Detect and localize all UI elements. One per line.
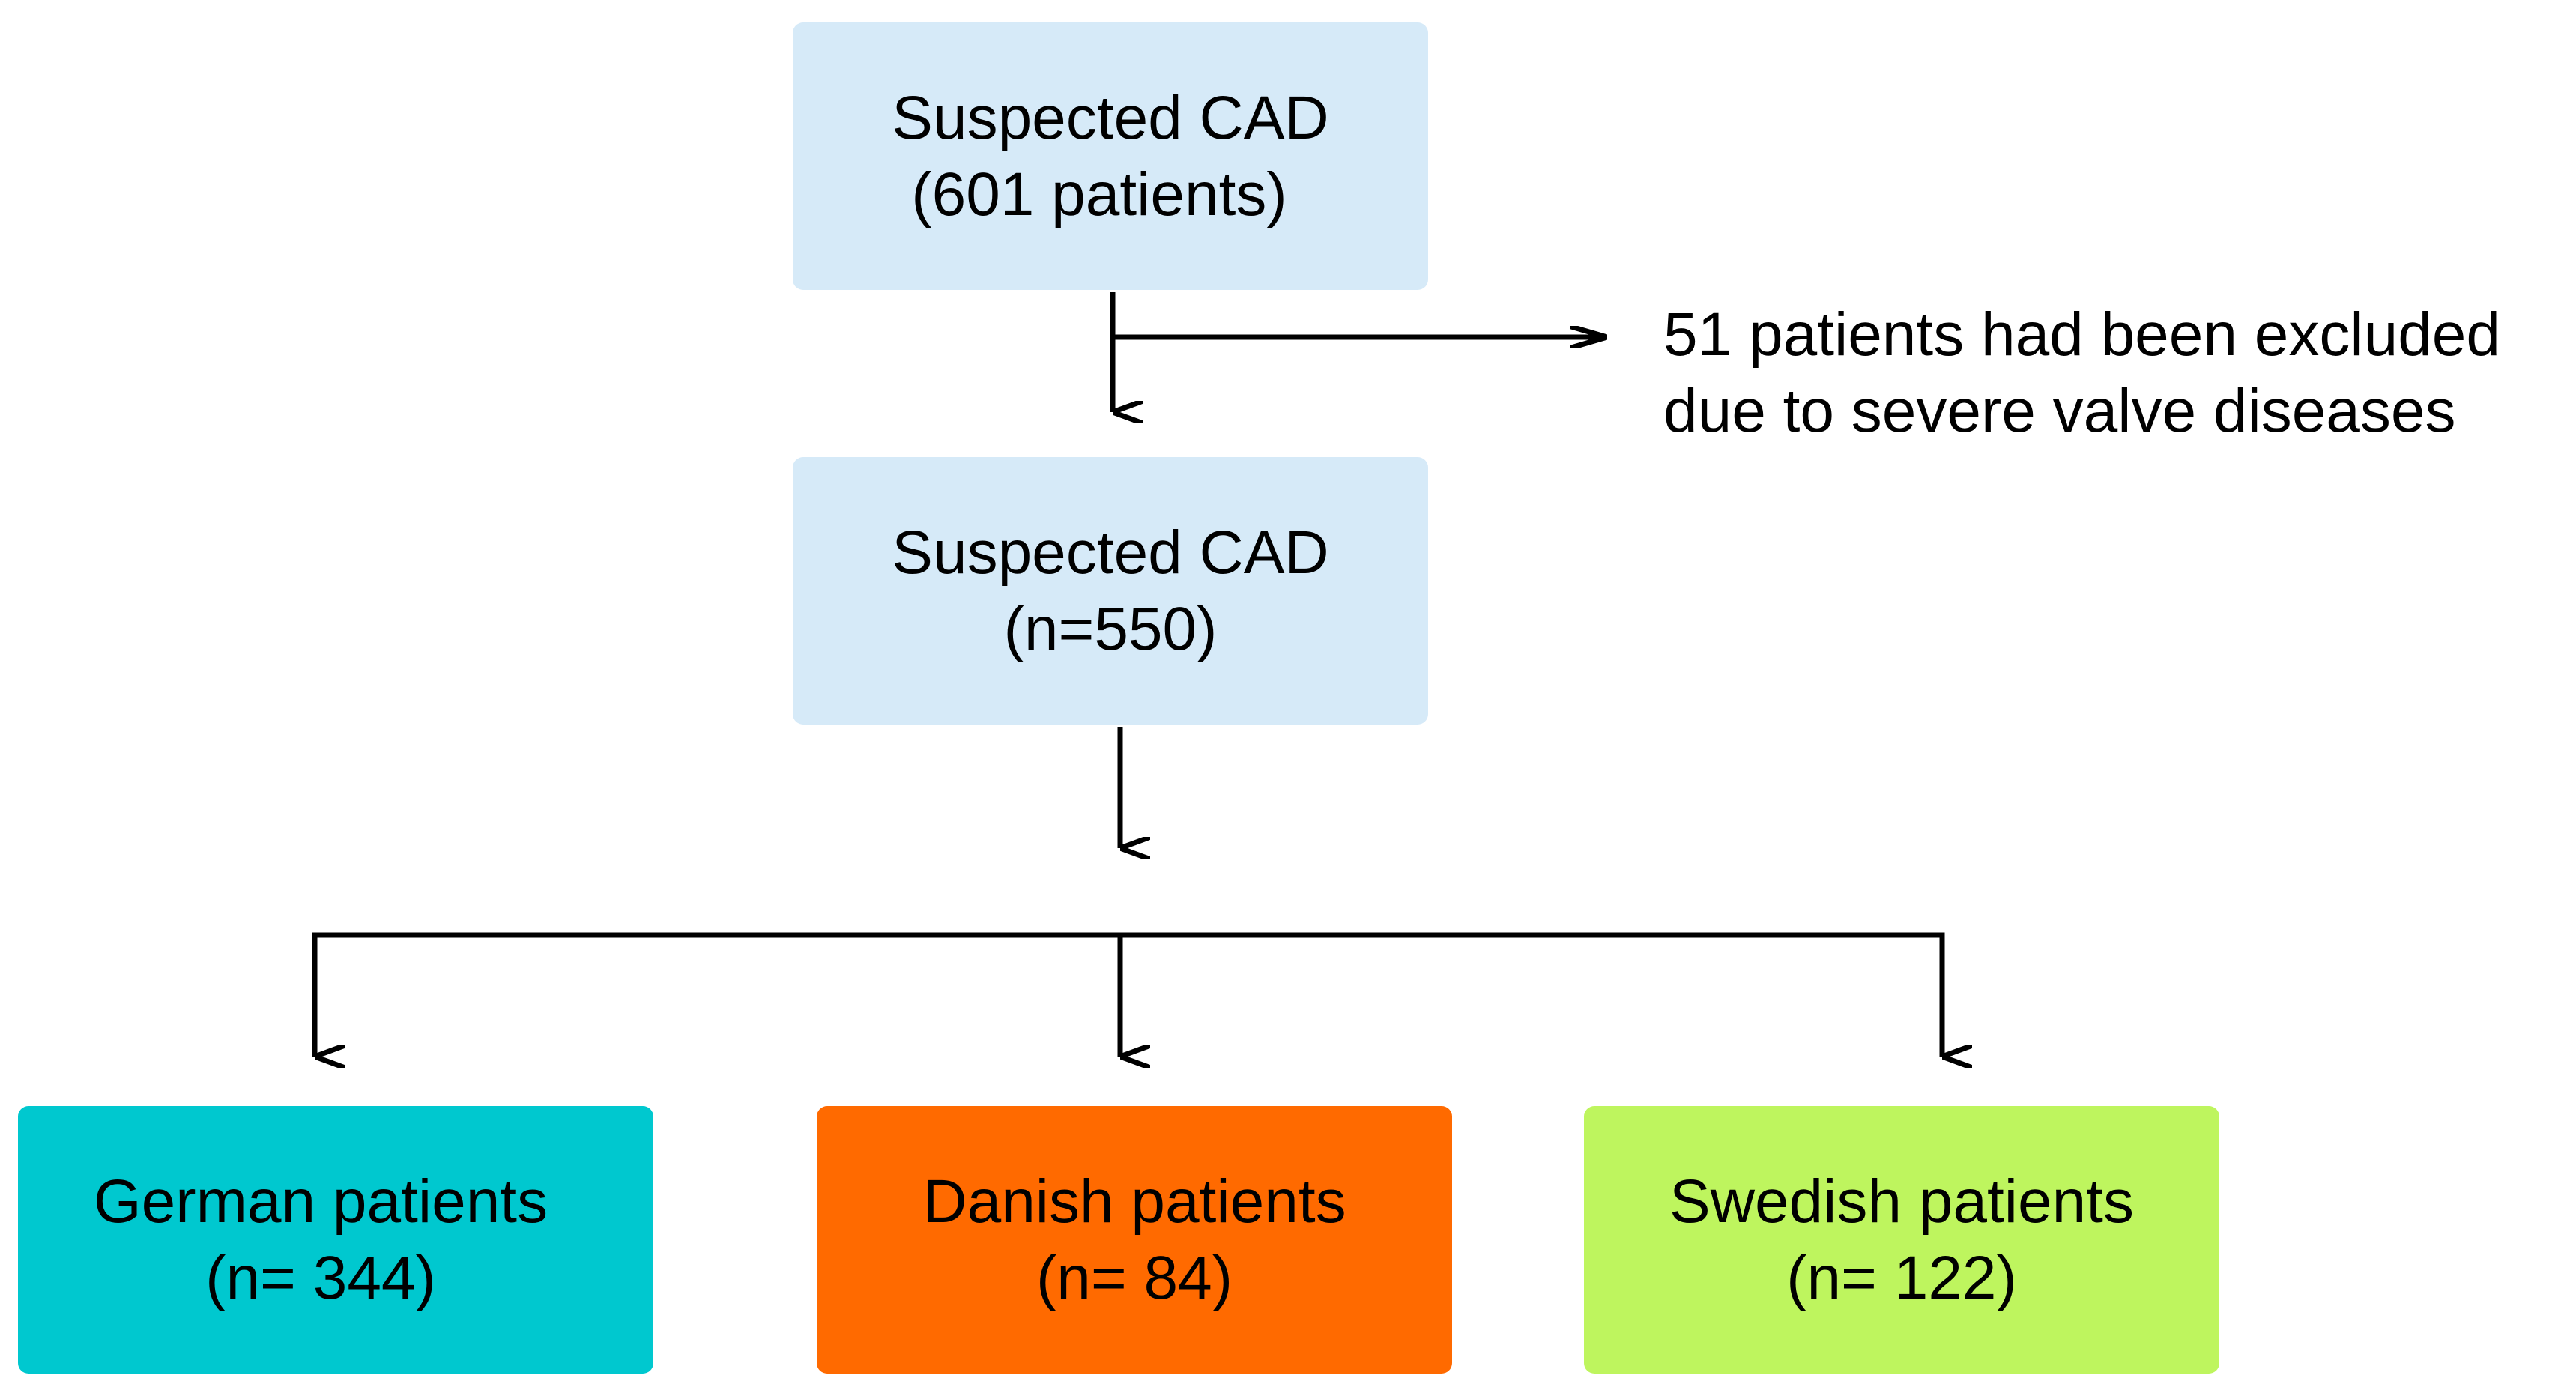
branch-bar — [312, 932, 1945, 1057]
german-patients-box: German patients (n= 344) — [18, 1106, 653, 1374]
danish-patients-count: (n= 84) — [1035, 1243, 1233, 1312]
suspected-cad-count: (601 patients) — [911, 160, 1287, 229]
german-patients-label: German patients — [93, 1167, 548, 1236]
swedish-patients-count: (n= 122) — [1786, 1243, 2017, 1312]
danish-patients-box: Danish patients (n= 84) — [817, 1106, 1452, 1374]
swedish-patients-box: Swedish patients (n= 122) — [1584, 1106, 2219, 1374]
included-cad-count: (n=550) — [1003, 594, 1218, 663]
danish-patients-label: Danish patients — [922, 1167, 1346, 1236]
suspected-cad-box: Suspected CAD (601 patients) — [793, 22, 1428, 290]
swedish-patients-label: Swedish patients — [1669, 1167, 2134, 1236]
suspected-cad-title: Suspected CAD — [892, 83, 1329, 152]
included-cad-title: Suspected CAD — [892, 518, 1329, 587]
german-patients-count: (n= 344) — [205, 1243, 436, 1312]
included-cad-box: Suspected CAD (n=550) — [793, 457, 1428, 725]
exclusion-note: 51 patients had been excluded due to sev… — [1663, 297, 2570, 450]
exclusion-note-line-2: due to severe valve diseases — [1663, 377, 2456, 445]
exclusion-note-line-1: 51 patients had been excluded — [1663, 300, 2501, 369]
